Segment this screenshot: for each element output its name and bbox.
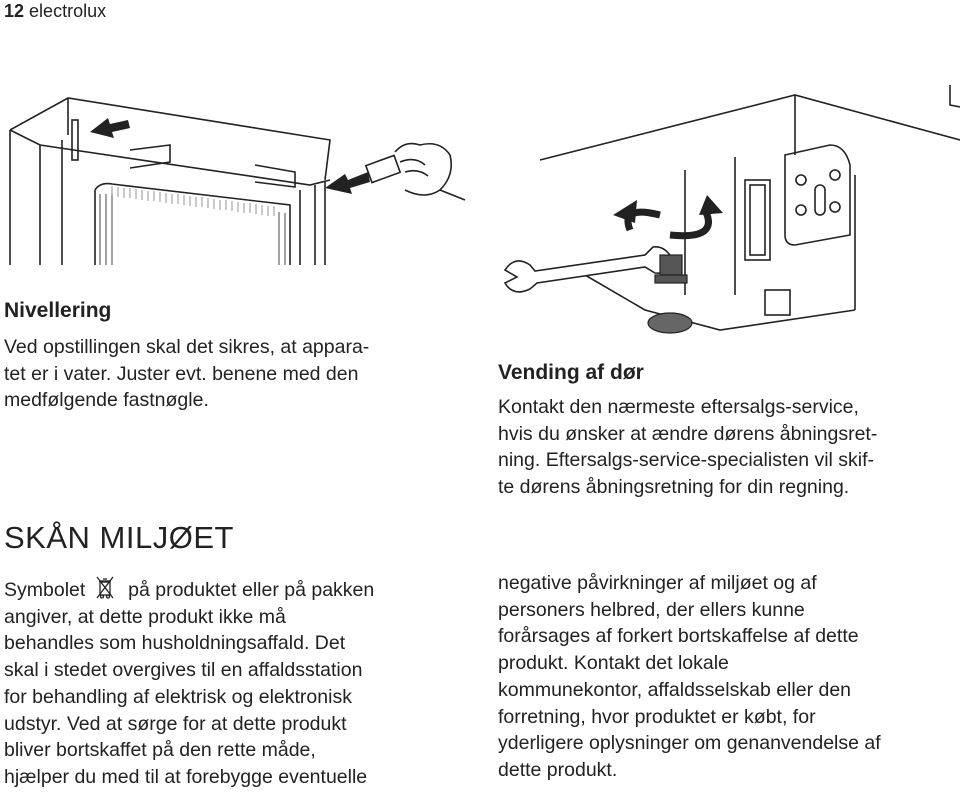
- environment-right-line-7: yderligere oplysninger om genanvendelse …: [498, 732, 881, 755]
- environment-right-line-1: negative påvirkninger af miljøet og af: [498, 572, 817, 594]
- environment-left-line-8: hjælper du med til at forebygge eventuel…: [4, 765, 368, 788]
- environment-left-line-7: bliver bortskaffet på den rette måde,: [4, 739, 316, 762]
- symbol-text-before: Symbolet: [4, 579, 86, 601]
- environment-left-column: Symbolet på produktet eller på pakken an…: [4, 576, 374, 791]
- door-reversal-line-4: te dørens åbningsretning for din regning…: [498, 475, 850, 498]
- environment-right-column: negative påvirkninger af miljøet og af p…: [498, 570, 881, 784]
- environment-right-line-2: personers helbred, der ellers kunne: [498, 598, 805, 621]
- symbol-text-after: på produktet eller på pakken: [128, 579, 375, 601]
- brand-name: electrolux: [29, 1, 107, 21]
- page-number: 12: [4, 1, 25, 21]
- rotate-arrow-right-icon: [699, 195, 723, 215]
- door-reversal-illustration: [495, 85, 960, 340]
- environment-right-line-3: forårsages af forkert bortskaffelse af d…: [498, 625, 859, 648]
- environment-left-line-3: behandles som husholdningsaffald. Det: [4, 632, 346, 655]
- right-arrow-icon: [325, 172, 370, 194]
- environment-right-line-4: produkt. Kontakt det lokale: [498, 652, 729, 675]
- left-arrow-icon: [90, 118, 130, 138]
- crossed-out-wheelie-bin-icon: [95, 576, 115, 600]
- environment-heading: SKÅN MILJØET: [4, 520, 234, 555]
- leveling-illustration: [0, 90, 470, 270]
- environment-left-line-1: Symbolet på produktet eller på pakken: [4, 576, 374, 604]
- door-reversal-line-1: Kontakt den nærmeste eftersalgs-service,: [498, 396, 859, 418]
- door-reversal-title: Vending af dør: [498, 361, 644, 384]
- leveling-title: Nivellering: [4, 299, 112, 322]
- door-reversal-paragraph: Kontakt den nærmeste eftersalgs-service,…: [498, 394, 877, 500]
- environment-right-line-5: kommunekontor, affaldsselskab eller den: [498, 678, 852, 701]
- environment-left-line-2: angiver, at dette produkt ikke må: [4, 605, 286, 628]
- environment-left-line-5: for behandling af elektrisk og elektroni…: [4, 685, 352, 708]
- leveling-line-2: tet er i vater. Juster evt. benene med d…: [4, 362, 359, 385]
- door-reversal-line-3: ning. Eftersalgs-service-specialisten vi…: [498, 449, 875, 471]
- leveling-line-3: medfølgende fastnøgle.: [4, 389, 209, 411]
- environment-left-line-6: udstyr. Ved at sørge for at dette produk…: [4, 712, 347, 735]
- door-reversal-line-2: hvis du ønsker at ændre dørens åbningsre…: [498, 422, 878, 445]
- environment-right-line-6: forretning, hvor produktet er købt, for: [498, 705, 816, 728]
- leveling-paragraph: Ved opstillingen skal det sikres, at app…: [4, 334, 369, 414]
- rotate-arrow-left-icon: [613, 200, 637, 223]
- leveling-line-1: Ved opstillingen skal det sikres, at app…: [4, 336, 370, 358]
- environment-right-line-8: dette produkt.: [498, 758, 618, 781]
- page-header: 12 electrolux: [4, 0, 106, 22]
- environment-left-line-4: skal i stedet overgives til en affaldsst…: [4, 659, 363, 682]
